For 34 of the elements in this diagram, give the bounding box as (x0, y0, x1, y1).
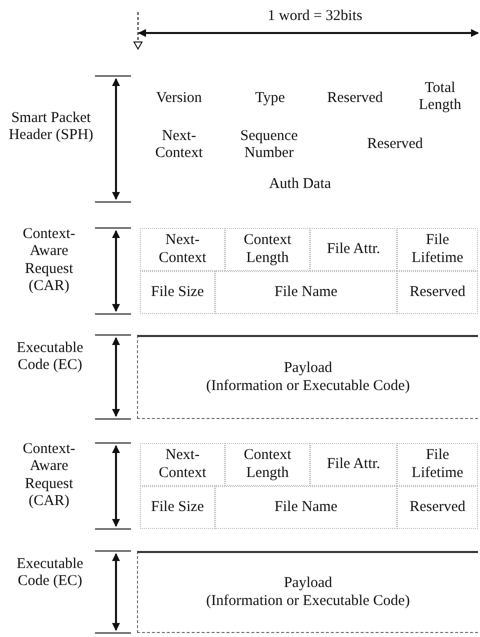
section-label: Executable Code (EC) (16, 556, 84, 590)
field-text: (Information or Executable Code) (206, 592, 410, 610)
field-cell: Context Length (225, 228, 310, 271)
field-label: Reserved (340, 130, 450, 160)
field-cell: Context Length (225, 443, 310, 486)
field-label: Total Length (410, 76, 470, 118)
payload-field (137, 551, 478, 633)
field-cell: Reserved (397, 486, 478, 529)
field-cell: File Attr. (310, 443, 397, 486)
dimension-label: 1 word = 32bits (266, 8, 364, 26)
section-label: Context-Aware Request (CAR) (22, 441, 76, 510)
field-text: (Information or Executable Code) (206, 378, 410, 395)
field-label: Sequence Number (226, 122, 312, 168)
field-cell: File Size (140, 486, 215, 529)
field-label: Version (140, 84, 218, 114)
section-label: Smart Packet Header (SPH) (8, 110, 94, 144)
field-label: Auth Data (240, 172, 360, 198)
field-label: Type (228, 84, 312, 114)
payload-field (137, 335, 478, 419)
field-label: Next-Context (140, 122, 218, 168)
section-label: Executable Code (EC) (16, 340, 84, 374)
field-cell: File Name (215, 486, 397, 529)
field-text: Payload (284, 575, 332, 592)
field-text: Payload (284, 360, 332, 378)
field-cell: Next-Context (140, 443, 225, 486)
field-cell: File Lifetime (397, 443, 478, 486)
field-label: Reserved (312, 84, 398, 114)
field-cell: File Size (140, 271, 215, 314)
field-cell: File Name (215, 271, 397, 314)
field-cell: File Lifetime (397, 228, 478, 271)
section-label: Context-Aware Request (CAR) (22, 226, 76, 295)
field-cell: File Attr. (310, 228, 397, 271)
field-cell: Next-Context (140, 228, 225, 271)
field-cell: Reserved (397, 271, 478, 314)
